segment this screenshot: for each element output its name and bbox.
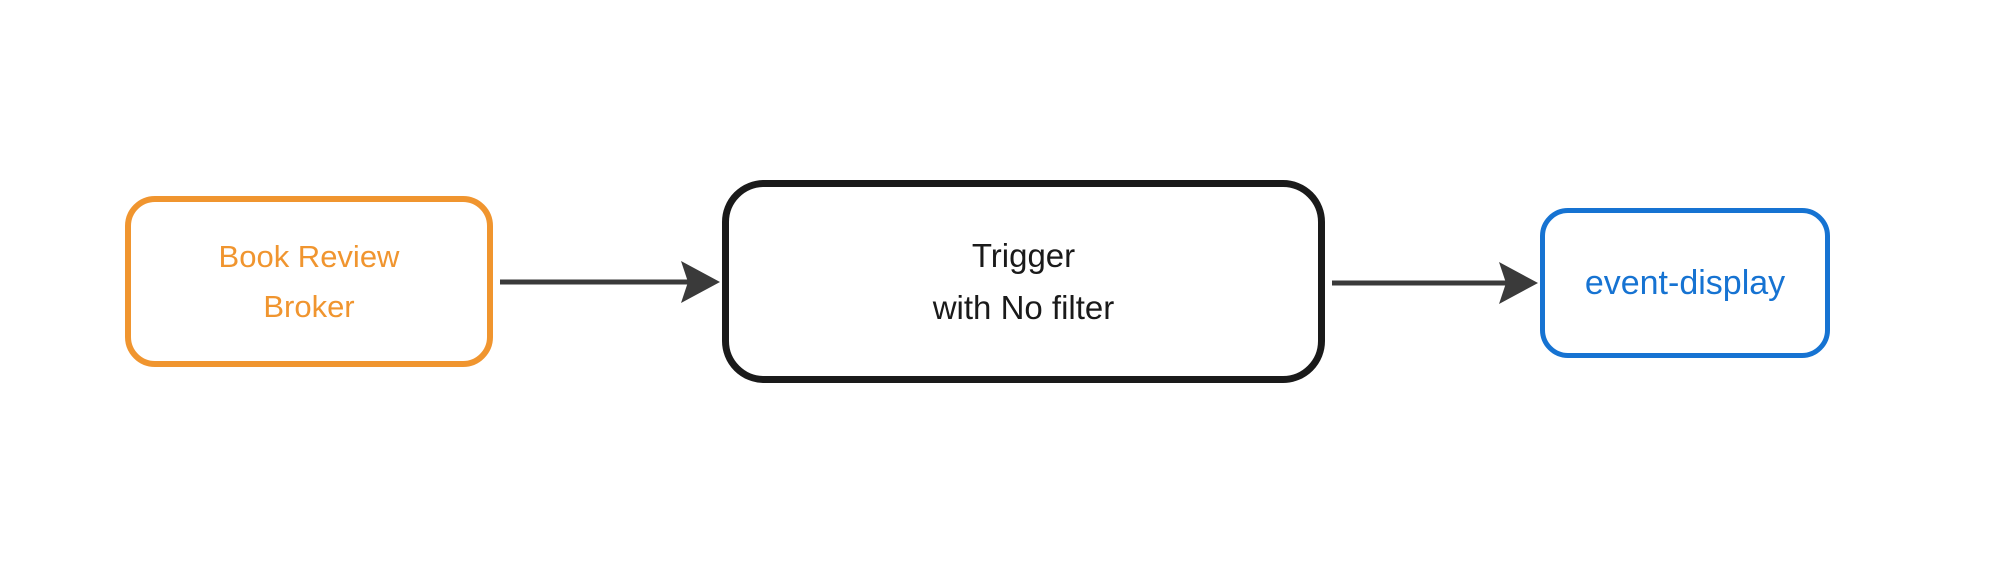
node-label-line: event-display [1584, 264, 1786, 302]
node-label: Book Review Broker [219, 232, 400, 332]
node-label: Trigger with No filter [933, 230, 1115, 334]
node-event-display: event-display [1540, 208, 1830, 358]
node-book-review-broker: Book Review Broker [125, 196, 493, 367]
arrowhead-icon [1499, 262, 1538, 304]
node-label-line: Broker [263, 288, 355, 324]
node-label-line: Trigger [971, 236, 1076, 274]
node-label: event-display [1585, 261, 1785, 305]
edge-trigger-to-event-display [1332, 262, 1538, 304]
node-label-line: Book Review [218, 238, 400, 274]
arrowhead-icon [681, 261, 720, 303]
edge-broker-to-trigger [500, 261, 720, 303]
node-label-line: with No filter [932, 288, 1115, 326]
node-trigger: Trigger with No filter [722, 180, 1325, 383]
